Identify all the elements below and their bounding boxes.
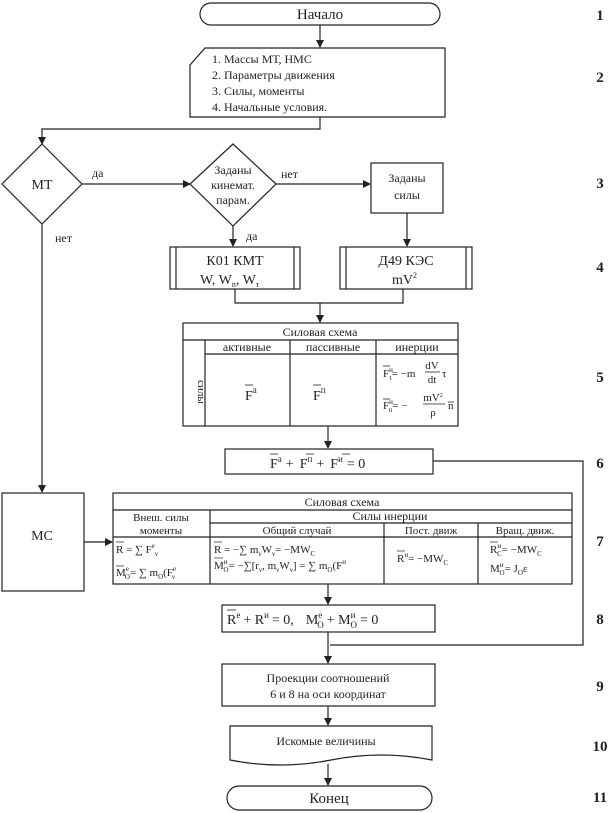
yes-label-kin: да	[246, 229, 258, 243]
svg-text:R = ∑ Fеν: R = ∑ Fеν	[116, 542, 158, 558]
svg-text:Fп: Fп	[313, 385, 326, 404]
svg-text:RиC= −MWC: RиC= −MWC	[490, 542, 542, 558]
k01-block	[169, 246, 301, 290]
svg-text:τ: τ	[442, 368, 447, 380]
decision-mt-label: МТ	[32, 178, 53, 193]
forces-given-line-2: силы	[394, 188, 420, 202]
translational-header: Пост. движ	[405, 525, 458, 537]
active-force: Fa	[245, 384, 257, 404]
d49-title: Д49 КЭС	[378, 254, 433, 269]
translational-formula: Rи= −MWC	[397, 550, 448, 567]
forces-side-label: силы	[195, 380, 207, 404]
d49-formula: mV2	[392, 271, 417, 288]
ext-header-line-2: моменты	[140, 525, 183, 537]
svg-text:ρ: ρ	[430, 407, 436, 419]
input-item-4: 4. Начальные условия.	[212, 100, 327, 114]
rotational-header: Вращ. движ.	[496, 525, 555, 537]
svg-text:Fиτ= −m: Fиτ= −m	[383, 366, 416, 382]
forces-given-line-1: Заданы	[388, 171, 425, 185]
start-label: Начало	[297, 7, 343, 23]
svg-text:MеO= ∑ mO(Fеν: MеO= ∑ mO(Fеν	[116, 565, 176, 581]
svg-text:Fа+Fп+Fи= 0: Fа+Fп+Fи= 0	[270, 454, 365, 472]
step-number-9: 9	[596, 679, 604, 695]
force-scheme-2	[112, 492, 573, 585]
end-label: Конец	[309, 791, 348, 807]
d49-block	[339, 246, 473, 290]
svg-text:n: n	[448, 400, 454, 412]
col-passive: пассивные	[306, 340, 360, 354]
svg-text:dV: dV	[425, 360, 439, 372]
step-number-2: 2	[596, 70, 604, 86]
no-label-mt: нет	[55, 231, 73, 245]
step-number-1: 1	[596, 8, 604, 24]
step-number-3: 3	[596, 176, 604, 192]
result-document	[229, 725, 433, 766]
svg-text:dt: dt	[428, 374, 437, 386]
step-number-8: 8	[596, 612, 604, 628]
force-scheme-1-title: Силовая схема	[283, 325, 358, 339]
svg-text:Rе+ Rи= 0,MеO+ MиO= 0: Rе+ Rи= 0,MеO+ MиO= 0	[227, 610, 378, 630]
step-number-10: 10	[593, 739, 608, 755]
input-block	[189, 47, 446, 118]
projections-line-2: 6 и 8 на оси координат	[270, 687, 386, 701]
input-item-2: 2. Параметры движения	[212, 68, 335, 82]
step-number-11: 11	[593, 790, 607, 806]
k01-formula: W, Wn, Wτ	[200, 273, 260, 289]
svg-text:Fиn= −: Fиn= −	[383, 398, 408, 414]
col-inertia: инерции	[395, 340, 439, 354]
equation-8-box	[221, 604, 436, 633]
ms-block	[1, 492, 85, 592]
svg-text:R = −∑ mνWν= −MWC: R = −∑ mνWν= −MWC	[214, 544, 315, 558]
col-active: активные	[223, 340, 271, 354]
general-case-header: Общий случай	[263, 525, 332, 537]
inertia-header: Силы инерции	[353, 509, 428, 523]
end-terminal	[226, 785, 433, 811]
svg-text:MиO= JOε: MиO= JOε	[490, 561, 528, 577]
ext-header-line-1: Внеш. силы	[133, 512, 189, 524]
result-label: Искомые величины	[276, 734, 375, 748]
step-number-7: 7	[596, 534, 604, 550]
step-number-5: 5	[596, 370, 604, 386]
step-number-4: 4	[596, 260, 604, 276]
svg-text:mV2: mV2	[423, 392, 443, 404]
decision-kin-line-2: кинемат.	[211, 178, 255, 192]
svg-text:Rи= −MWC: Rи= −MWC	[397, 551, 448, 567]
input-item-3: 3. Силы, моменты	[212, 84, 305, 98]
force-scheme-2-title: Силовая схема	[305, 495, 380, 509]
projections-block	[221, 663, 436, 707]
svg-text:MиO= −∑[rν, mνWν] = ∑ mO(Fи: MиO= −∑[rν, mνWν] = ∑ mO(Fи	[214, 558, 346, 574]
projections-line-1: Проекции соотношений	[267, 671, 390, 685]
no-label-kin: нет	[281, 167, 299, 181]
equation-6: Fа+Fп+Fи= 0	[270, 453, 365, 472]
step-number-6: 6	[596, 456, 604, 472]
equation-6-box	[224, 448, 434, 475]
ms-label: МС	[31, 529, 53, 544]
decision-kin-line-3: парам.	[216, 193, 250, 207]
yes-label-mt: да	[92, 166, 104, 180]
decision-kin-line-1: Заданы	[214, 163, 251, 177]
passive-force: Fп	[313, 384, 326, 404]
input-item-1: 1. Массы МТ, НМС	[212, 52, 312, 66]
k01-title: К01 КМТ	[206, 254, 264, 269]
svg-text:Fa: Fa	[245, 385, 257, 404]
